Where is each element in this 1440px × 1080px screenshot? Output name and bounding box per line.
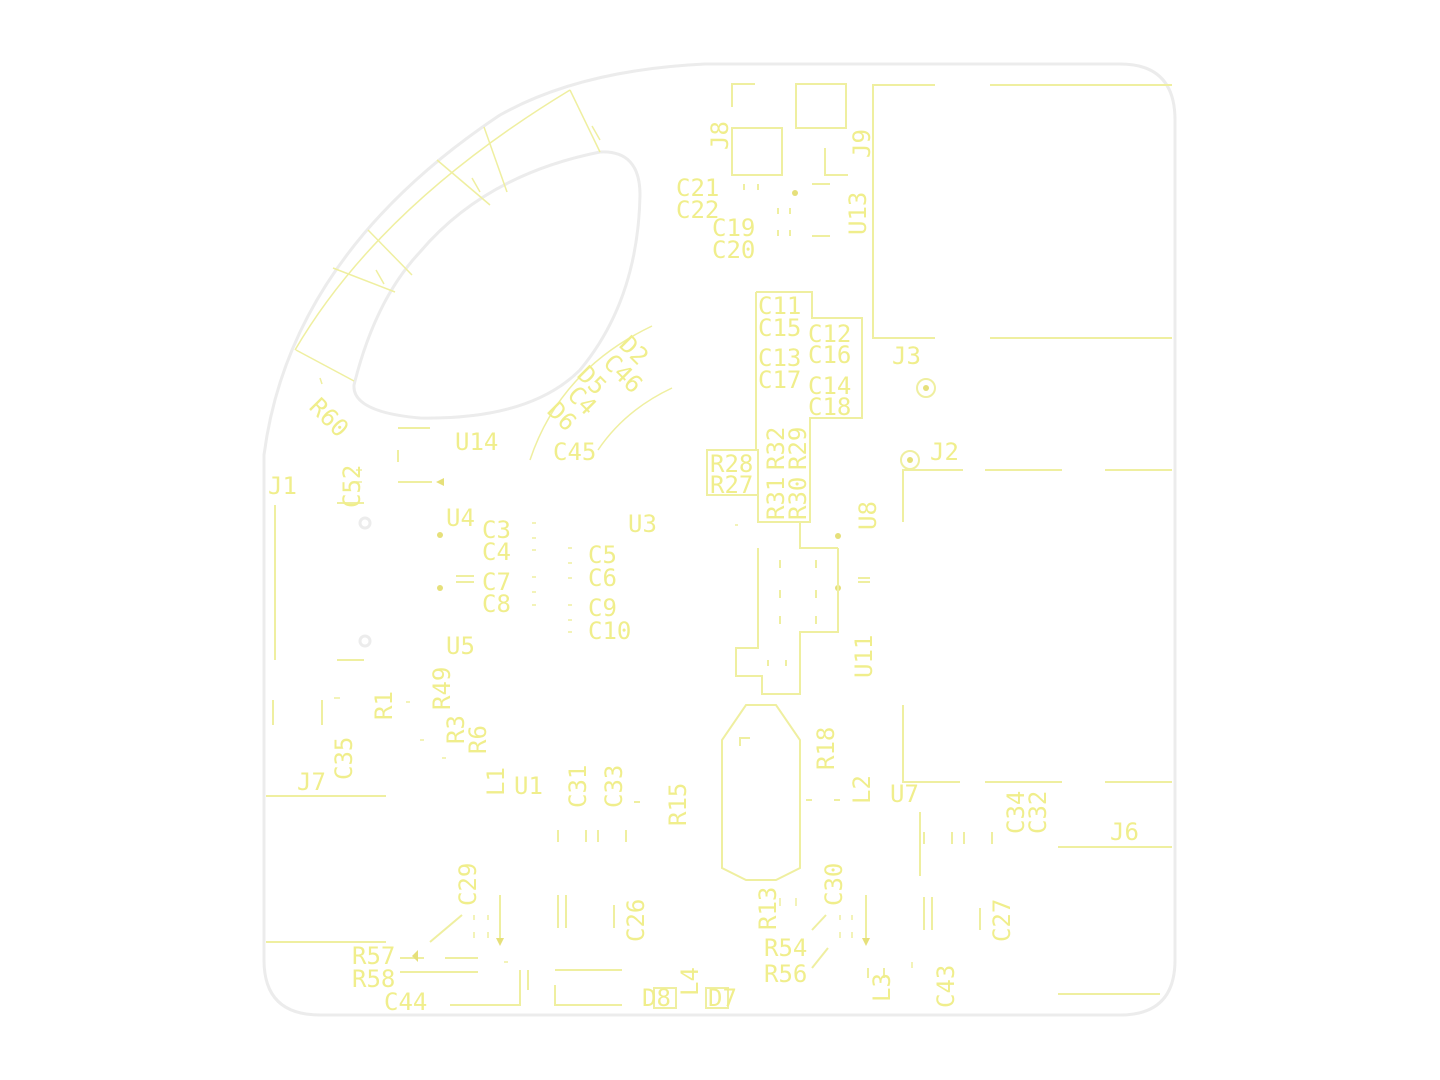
ref-r31: R31 — [762, 477, 790, 520]
ref-c44: C44 — [384, 988, 427, 1016]
ref-r27: R27 — [710, 471, 753, 499]
u13-footprint — [743, 183, 830, 237]
ref-c6: C6 — [588, 564, 617, 592]
ref-r29: R29 — [784, 427, 812, 470]
ref-j7: J7 — [297, 768, 326, 796]
ref-r1: R1 — [370, 691, 398, 720]
ref-c29: C29 — [454, 863, 482, 906]
ref-u8: U8 — [854, 501, 882, 530]
ref-c43: C43 — [932, 965, 960, 1008]
small-caps-c3-c10 — [532, 522, 738, 633]
ref-u4: U4 — [446, 504, 475, 532]
ref-j6: J6 — [1110, 818, 1139, 846]
ref-u7: U7 — [890, 780, 919, 808]
ref-c8: C8 — [482, 590, 511, 618]
connector-j2-outline — [900, 450, 1172, 522]
ref-c17: C17 — [758, 366, 801, 394]
ref-c52: C52 — [338, 465, 366, 508]
ref-c4: C4 — [482, 538, 511, 566]
reference-designators: J1 J2 J3 J6 J7 J8 J9 U1 U3 U4 U5 U7 U8 U… — [268, 121, 1139, 1016]
ref-c26: C26 — [622, 899, 650, 942]
connector-j1-outline — [274, 502, 364, 661]
ref-r57: R57 — [352, 942, 395, 970]
ref-c21: C21 — [676, 174, 719, 202]
ref-c18: C18 — [808, 393, 851, 421]
ref-c11: C11 — [758, 292, 801, 320]
ref-r58: R58 — [352, 965, 395, 993]
octagon-footprint — [721, 704, 801, 881]
u7-connector-outline — [902, 705, 1172, 783]
ref-r28: R28 — [710, 450, 753, 478]
ref-r60: R60 — [304, 392, 354, 442]
cap-bank-outline — [706, 291, 863, 549]
ref-r18: R18 — [812, 727, 840, 770]
connector-j8-j9-footprint — [731, 83, 848, 176]
ref-l4: L4 — [676, 967, 704, 996]
ref-c32: C32 — [1024, 791, 1052, 834]
ref-l1: L1 — [482, 767, 510, 796]
led-arc-inner — [597, 387, 673, 451]
ref-r13: R13 — [754, 887, 782, 930]
ref-c14: C14 — [808, 372, 851, 400]
ref-d7: D7 — [708, 984, 737, 1012]
ref-r32: R32 — [762, 427, 790, 470]
ref-c5: C5 — [588, 541, 617, 569]
ref-j1: J1 — [268, 472, 297, 500]
ref-c31: C31 — [564, 765, 592, 808]
ref-j9: J9 — [848, 129, 876, 158]
ref-r15: R15 — [664, 783, 692, 826]
ref-c34: C34 — [1002, 791, 1030, 834]
ref-c12: C12 — [808, 320, 851, 348]
ref-c27: C27 — [988, 899, 1016, 942]
ref-c15: C15 — [758, 314, 801, 342]
ref-c7: C7 — [482, 568, 511, 596]
ref-c33: C33 — [600, 765, 628, 808]
led-arc-outer — [529, 325, 653, 461]
ref-j8: J8 — [706, 121, 734, 150]
ref-r30: R30 — [784, 477, 812, 520]
ref-u13: U13 — [844, 192, 872, 235]
ref-r6: R6 — [464, 725, 492, 754]
ref-c16: C16 — [808, 341, 851, 369]
connector-j7-outline — [266, 700, 386, 943]
ref-u3: U3 — [628, 510, 657, 538]
connector-j6-outline — [1058, 846, 1172, 995]
ref-r54: R54 — [764, 934, 807, 962]
ref-c20: C20 — [712, 236, 755, 264]
ref-u11: U11 — [850, 635, 878, 678]
ref-d8: D8 — [642, 984, 671, 1012]
ref-u5: U5 — [446, 632, 475, 660]
board-outline — [262, 62, 1177, 1017]
ref-r3: R3 — [442, 715, 470, 744]
bottom-components — [400, 799, 993, 1009]
mounting-hole-top — [358, 516, 372, 530]
ref-r49: R49 — [428, 667, 456, 710]
ref-c35: C35 — [330, 737, 358, 780]
ref-l2: L2 — [848, 775, 876, 804]
ref-c19: C19 — [712, 214, 755, 242]
ref-c10: C10 — [588, 617, 631, 645]
ref-j3: J3 — [892, 342, 921, 370]
ref-c22: C22 — [676, 196, 719, 224]
oval-cutout — [352, 150, 642, 420]
ref-r56: R56 — [764, 960, 807, 988]
connector-j3-outline — [872, 84, 1172, 398]
ref-l3: L3 — [868, 973, 896, 1002]
mounting-hole-bottom — [358, 634, 372, 648]
ref-u14: U14 — [455, 428, 498, 456]
ref-c13: C13 — [758, 344, 801, 372]
ref-c45: C45 — [553, 438, 596, 466]
arc-segment-footprints — [294, 89, 601, 382]
u4-u5-footprint — [437, 532, 474, 591]
ref-c9: C9 — [588, 594, 617, 622]
ref-u1: U1 — [514, 772, 543, 800]
u14-footprint — [397, 427, 444, 486]
small-parts-left — [319, 377, 446, 759]
u8-u11-footprint — [735, 533, 870, 695]
ref-c3: C3 — [482, 516, 511, 544]
ref-c30: C30 — [820, 863, 848, 906]
ref-j2: J2 — [930, 438, 959, 466]
